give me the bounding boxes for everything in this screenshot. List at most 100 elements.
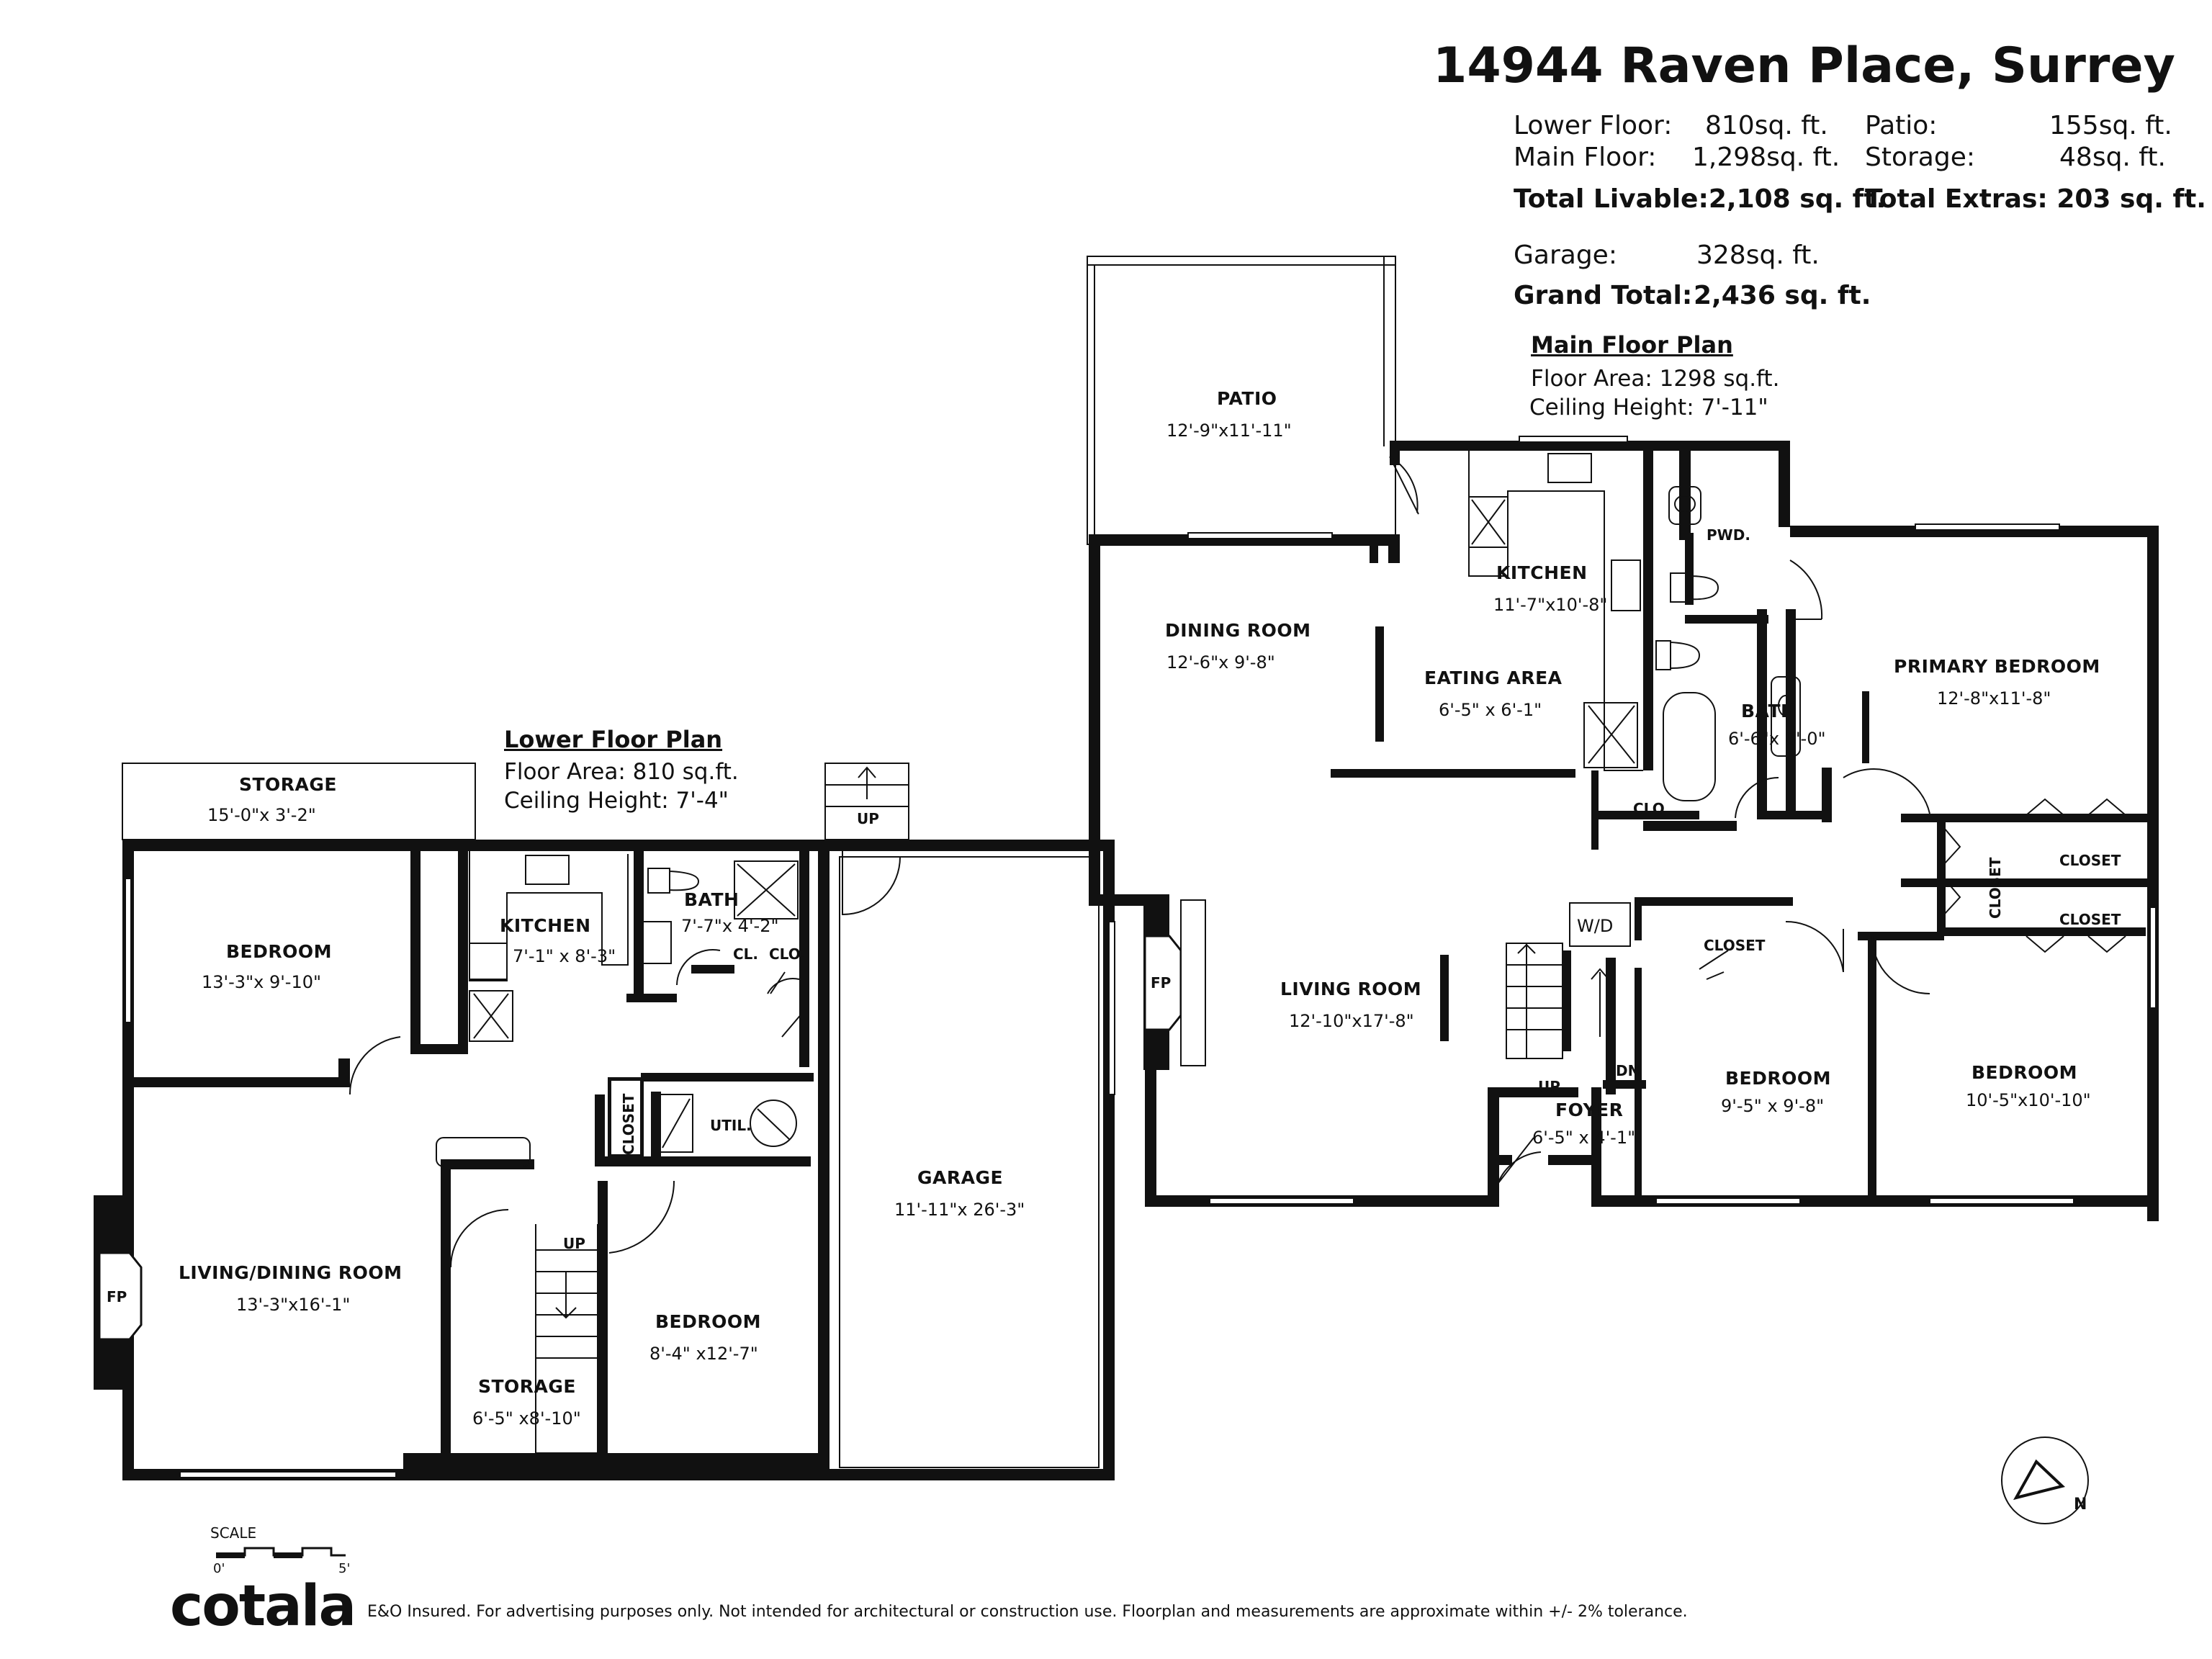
summary-label: Garage: [1514, 240, 1617, 270]
summary-label: Total Livable: [1514, 184, 1709, 214]
summary-storage: Storage: [1865, 143, 1975, 172]
summary-garage: Garage: [1514, 240, 1617, 270]
room-dims-storage-lower: 6'-5" x8'-10" [472, 1408, 581, 1429]
scale-label: SCALE [210, 1524, 256, 1542]
closet-label: CLOSET [2059, 852, 2121, 869]
main-floor-title: Main Floor Plan [1531, 331, 1733, 359]
closet-label-lower: CL. [733, 945, 758, 963]
stairs-up-label-garage: UP [857, 810, 879, 827]
summary-patio-value: 155sq. ft. [2049, 111, 2172, 140]
scale-bar: SCALE 0' 5' [210, 1524, 350, 1576]
fireplace-label-lower: FP [107, 1288, 127, 1305]
wd-label: W/D [1577, 916, 1613, 936]
summary-total-extras: Total Extras: 203 sq. ft. [1865, 184, 2206, 214]
room-dims-eating-area: 6'-5" x 6'-1" [1439, 700, 1542, 720]
room-label-bedroom-lower-2: BEDROOM [655, 1311, 761, 1332]
summary-value: 155 [2049, 111, 2099, 140]
hearth [1180, 899, 1206, 1066]
room-label-eating-area: EATING AREA [1424, 667, 1563, 688]
summary-label: Grand Total: [1514, 281, 1693, 310]
closet-label-lower-vertical: CLOSET [620, 1093, 637, 1155]
room-label-bath-lower: BATH [684, 889, 739, 910]
summary-value: 2,436 [1694, 281, 1776, 310]
room-dims-foyer: 6'-5" x 4'-1" [1532, 1128, 1635, 1148]
fireplace-label: FP [1151, 974, 1171, 992]
room-label-bedroom-2: BEDROOM [1725, 1068, 1831, 1089]
room-label-dining: DINING ROOM [1165, 620, 1311, 641]
room-label-living-dining: LIVING/DINING ROOM [179, 1262, 403, 1283]
closet-label: CLOSET [2059, 911, 2121, 928]
north-arrow-icon [2013, 1459, 2066, 1501]
summary-lower-floor-value: 810sq. ft. [1705, 111, 1828, 140]
closet-label: CLO. [1633, 800, 1670, 817]
summary-unit: sq. ft. [2098, 111, 2172, 140]
summary-unit: sq. ft. [1754, 111, 1828, 140]
room-label-patio: PATIO [1217, 388, 1277, 409]
main-floor-exterior-walls [1089, 441, 2159, 1221]
lower-floor-title: Lower Floor Plan [504, 726, 723, 753]
room-dims-living: 12'-10"x17'-8" [1289, 1011, 1414, 1031]
room-label-storage-ext: STORAGE [239, 774, 337, 795]
pwd-label: PWD. [1707, 526, 1750, 544]
summary-main-floor: Main Floor: [1514, 143, 1656, 172]
main-floor-ceiling: Ceiling Height: 7'-11" [1529, 395, 1768, 421]
room-dims-primary-bedroom: 12'-8"x11'-8" [1937, 688, 2051, 709]
room-label-garage: GARAGE [917, 1167, 1003, 1188]
summary-lower-floor: Lower Floor: [1514, 111, 1672, 140]
compass: N [2001, 1437, 2089, 1524]
room-dims-dining: 12'-6"x 9'-8" [1166, 652, 1275, 673]
room-label-util: UTIL. [710, 1117, 752, 1134]
summary-value: 810 [1705, 111, 1755, 140]
summary-label: Total Extras: [1865, 184, 2048, 214]
closet-label: CLOSET [1704, 937, 1766, 954]
room-dims-patio: 12'-9"x11'-11" [1166, 421, 1292, 441]
summary-unit: sq. ft. [2120, 184, 2206, 214]
room-dims-storage-ext: 15'-0"x 3'-2" [207, 805, 316, 825]
summary-unit: sq. ft. [1766, 143, 1840, 172]
summary-grand-total-value: 2,436 sq. ft. [1694, 281, 1871, 310]
summary-total-livable: Total Livable:2,108 sq. ft. [1514, 184, 1886, 214]
room-dims-kitchen-lower: 7'-1" x 8'-3" [513, 946, 616, 966]
room-label-primary-bedroom: PRIMARY BEDROOM [1894, 656, 2100, 677]
main-floor-stairs [1506, 943, 1609, 1059]
summary-unit: sq. ft. [1784, 281, 1871, 310]
room-label-living: LIVING ROOM [1280, 979, 1421, 999]
summary-unit: sq. ft. [1799, 184, 1887, 214]
room-dims-bath-lower: 7'-7"x 4'-2" [681, 916, 779, 936]
lower-floor-plan: FP UP [94, 763, 1115, 1480]
room-label-kitchen: KITCHEN [1496, 562, 1588, 583]
stairs-up-label-lower: UP [563, 1235, 585, 1252]
summary-label: Lower Floor: [1514, 111, 1673, 140]
summary-value: 203 [2056, 184, 2111, 214]
summary-grand-total: Grand Total: [1514, 281, 1692, 310]
brand-logo: cotala [170, 1574, 356, 1639]
room-label-bedroom-lower-1: BEDROOM [226, 941, 332, 962]
summary-value: 328 [1696, 240, 1746, 270]
summary-patio: Patio: [1865, 111, 1937, 140]
summary-garage-value: 328sq. ft. [1696, 240, 1820, 270]
lower-floor-stairs [535, 1224, 598, 1454]
closet-label-vertical: CLOSET [1987, 857, 2004, 919]
disclaimer-text: E&O Insured. For advertising purposes on… [367, 1603, 1688, 1621]
summary-value: 1,298 [1692, 143, 1767, 172]
compass-north-label: N [2074, 1496, 2087, 1514]
property-title: 14944 Raven Place, Surrey [1433, 37, 2175, 94]
room-label-bedroom-3: BEDROOM [1972, 1062, 2077, 1083]
room-label-bath: BATH [1741, 701, 1796, 721]
room-dims-bath: 6'-6"x 8'-0" [1728, 729, 1826, 749]
scale-start: 0' [213, 1561, 225, 1576]
stairs-up-label: UP [1538, 1078, 1560, 1095]
garage-inner [839, 856, 1100, 1468]
summary-storage-value: 48sq. ft. [2059, 143, 2166, 172]
summary-value: 2,108 [1708, 184, 1791, 214]
main-floor-plan: FP [1087, 256, 2159, 1221]
room-dims-living-dining: 13'-3"x16'-1" [236, 1295, 350, 1315]
room-dims-kitchen: 11'-7"x10'-8" [1493, 595, 1607, 615]
room-dims-garage: 11'-11"x 26'-3" [894, 1200, 1025, 1220]
room-dims-bedroom-3: 10'-5"x10'-10" [1966, 1090, 2091, 1110]
summary-label: Storage: [1865, 143, 1975, 172]
room-dims-bedroom-lower-2: 8'-4" x12'-7" [649, 1344, 758, 1364]
summary-unit: sq. ft. [1745, 240, 1820, 270]
room-label-foyer: FOYER [1555, 1100, 1623, 1120]
